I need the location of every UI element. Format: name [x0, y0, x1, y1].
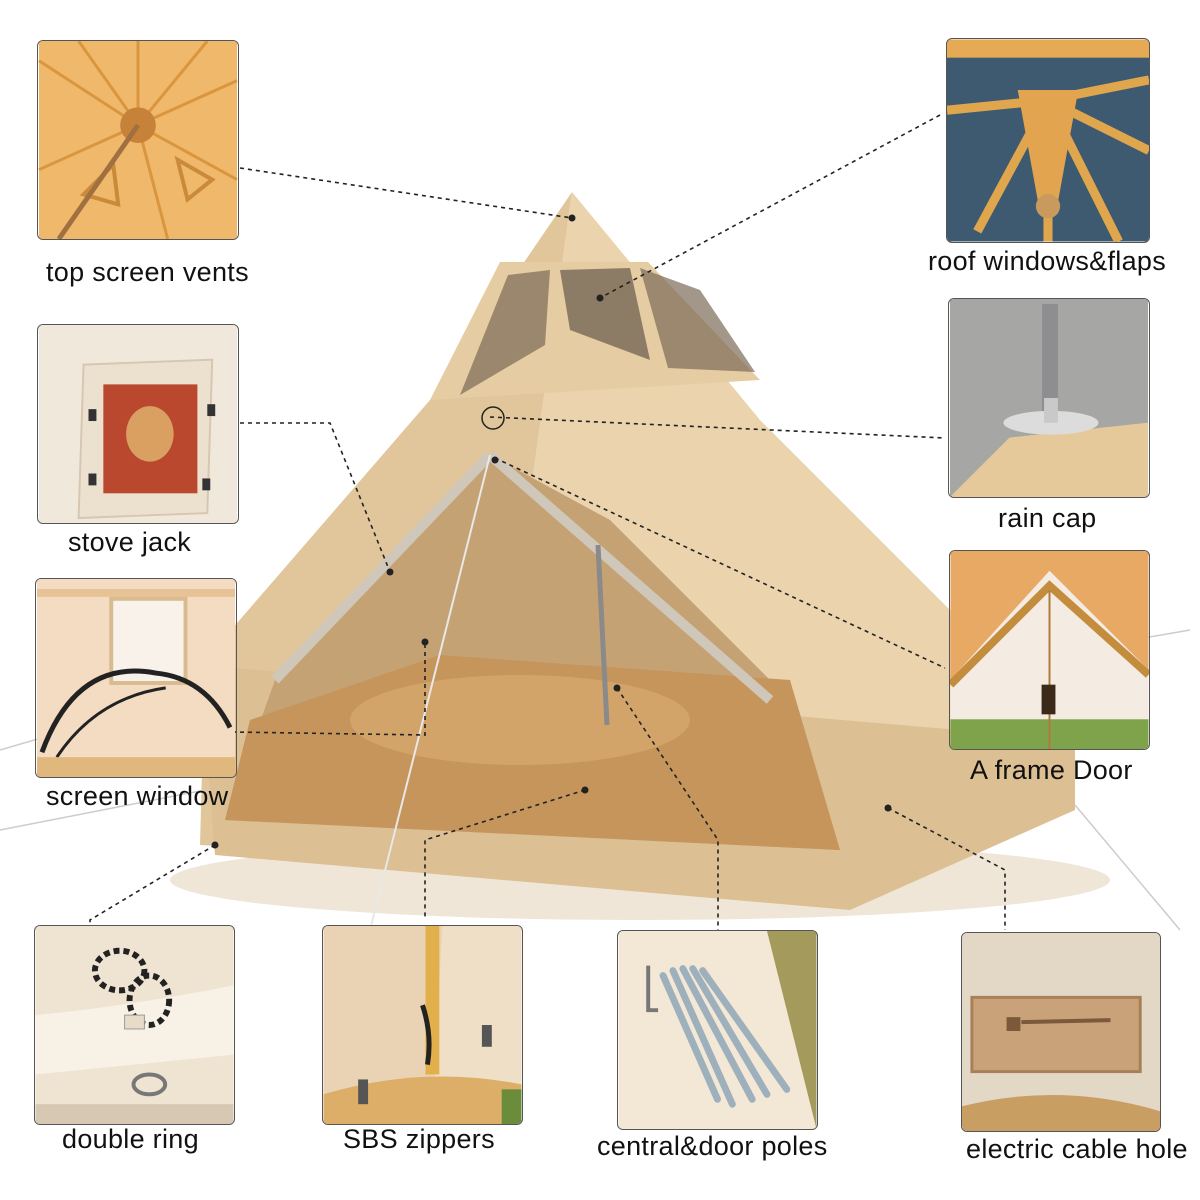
label-roof-windows-flaps: roof windows&flaps — [928, 246, 1167, 276]
label-sbs-zippers: SBS zippers — [343, 1124, 495, 1154]
electric-cable-hole-photo — [961, 932, 1161, 1132]
leader-double-ring — [89, 844, 216, 1010]
label-top-screen-vents: top screen vents — [46, 257, 249, 287]
stove-jack-photo — [37, 324, 239, 524]
floor-light — [350, 675, 690, 765]
roof-window-right — [640, 268, 755, 372]
screen-window-photo — [35, 578, 237, 778]
roof-windows-photo — [946, 38, 1150, 243]
label-screen-window: screen window — [46, 781, 229, 811]
leader-poles — [616, 687, 719, 930]
sbs-zippers-photo — [322, 925, 523, 1125]
leader-top-vents — [239, 167, 573, 219]
leader-stove-jack — [240, 422, 391, 573]
a-frame-door-photo — [949, 550, 1150, 750]
leader-roof-windows — [599, 114, 941, 299]
rain-cap-photo — [948, 298, 1150, 498]
center-pole — [595, 544, 610, 726]
leader-lines — [89, 114, 1006, 1010]
label-rain-cap: rain cap — [998, 503, 1097, 533]
label-stove-jack: stove jack — [68, 527, 192, 557]
leader-screen-window — [231, 642, 426, 736]
roof-window-left — [460, 270, 550, 395]
central-door-poles-photo — [617, 930, 818, 1130]
top-screen-vents-photo — [37, 40, 239, 240]
leader-rain-cap — [489, 416, 946, 439]
label-electric-cable-hole: electric cable hole — [966, 1134, 1188, 1164]
label-central-door-poles: central&door poles — [597, 1131, 828, 1161]
label-a-frame-door: A frame Door — [970, 755, 1133, 785]
roof-window-center — [560, 268, 650, 360]
label-double-ring: double ring — [62, 1124, 199, 1154]
double-ring-photo — [34, 925, 235, 1125]
leader-a-frame — [494, 457, 946, 669]
